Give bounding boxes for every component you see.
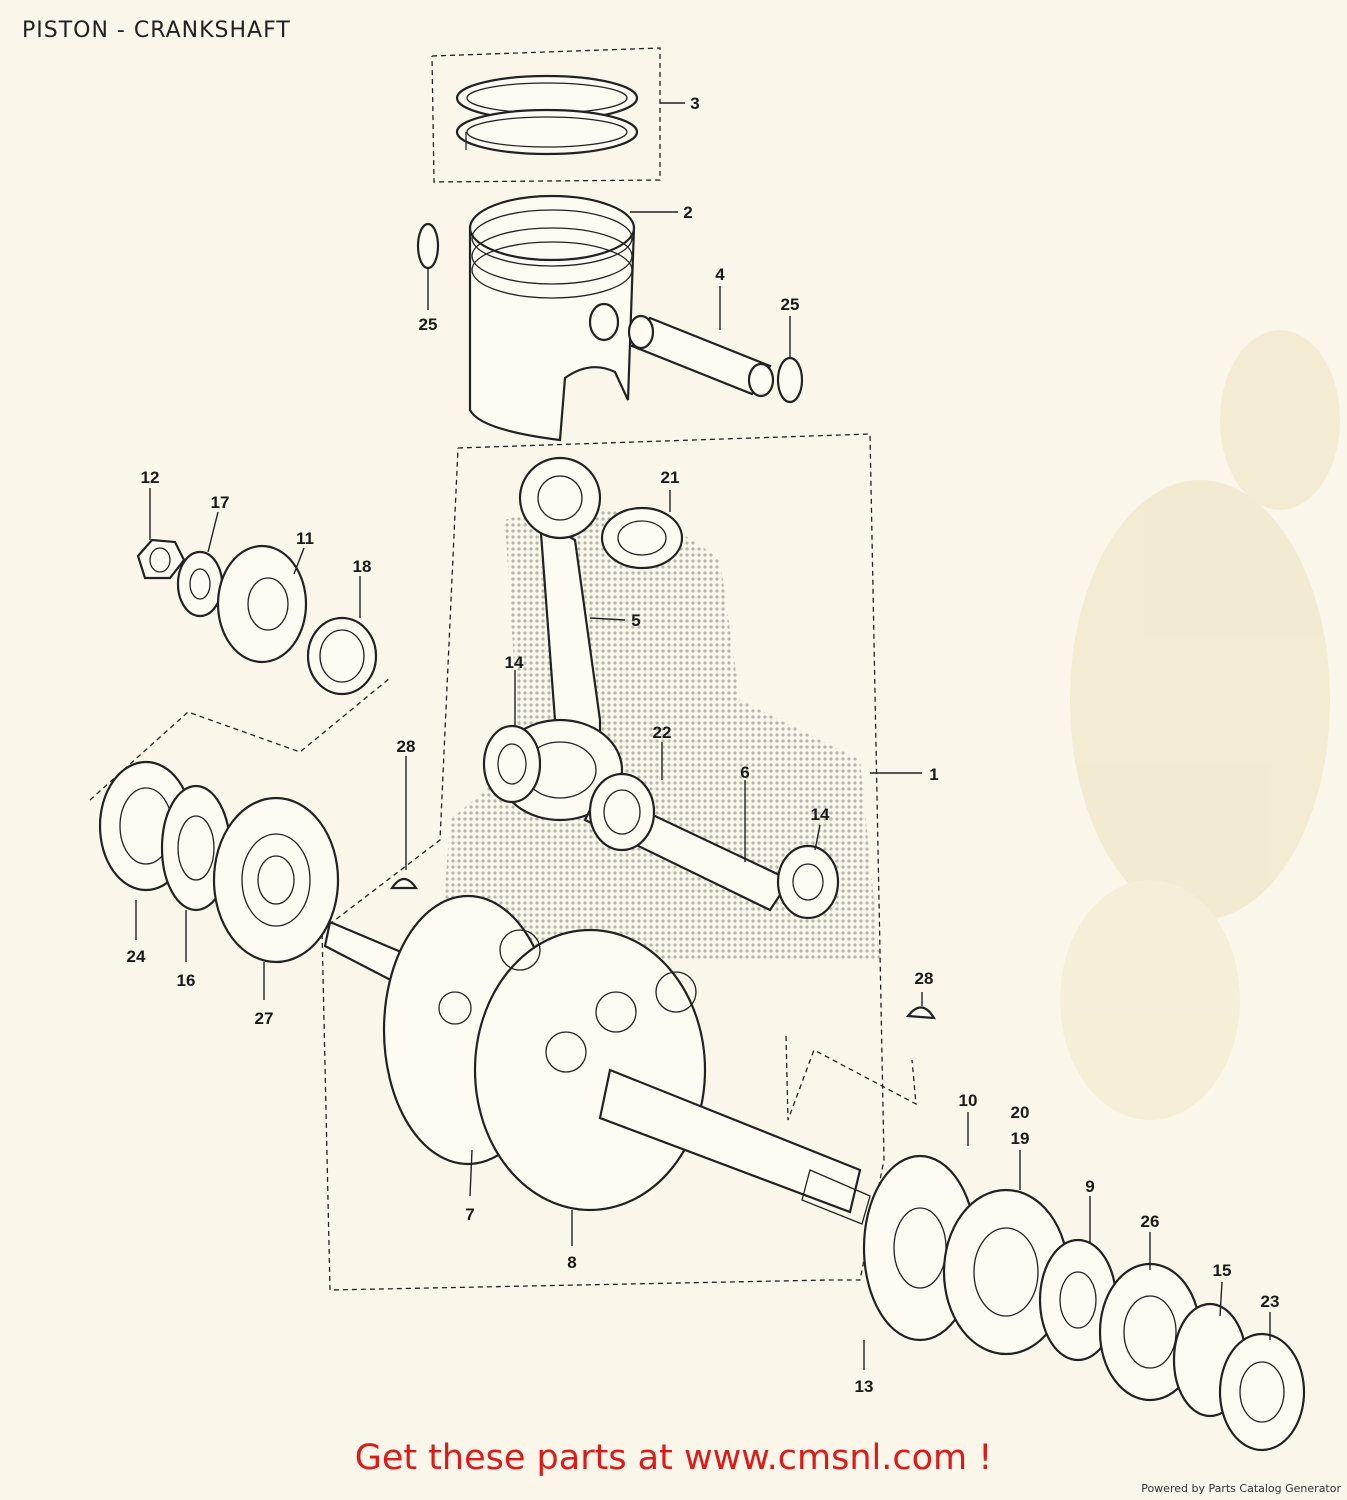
right-bearing-group-box xyxy=(785,1035,917,1121)
big-end-bearing xyxy=(588,772,656,852)
piston-ring-group-box xyxy=(431,47,661,183)
callout-4: 4 xyxy=(715,265,725,284)
callout-25-right: 25 xyxy=(781,295,800,314)
callout-27: 27 xyxy=(255,1009,274,1028)
callout-14-lower: 14 xyxy=(811,805,830,824)
callout-14-upper: 14 xyxy=(505,653,524,672)
callout-17: 17 xyxy=(211,493,230,512)
piston-pin-circlips xyxy=(416,222,804,404)
callout-5: 5 xyxy=(631,611,640,630)
callout-26: 26 xyxy=(1141,1212,1160,1231)
callout-28-left: 28 xyxy=(397,737,416,756)
callout-12: 12 xyxy=(141,468,160,487)
callout-numbers: 3 2 25 4 25 21 5 14 22 6 14 1 12 17 11 1… xyxy=(127,94,1280,1396)
callout-6: 6 xyxy=(740,763,749,782)
small-end-bearing xyxy=(600,506,684,570)
callout-13: 13 xyxy=(855,1377,874,1396)
callout-3: 3 xyxy=(690,94,699,113)
callout-18: 18 xyxy=(353,557,372,576)
callout-21: 21 xyxy=(661,468,680,487)
callout-28-right: 28 xyxy=(915,969,934,988)
left-bearing-assembly xyxy=(98,760,340,964)
callout-25-left: 25 xyxy=(419,315,438,334)
paper-stains xyxy=(1060,330,1340,1120)
thrust-washers xyxy=(482,724,840,920)
callout-8: 8 xyxy=(567,1253,576,1272)
callout-10: 10 xyxy=(959,1091,978,1110)
powered-by-text: Powered by Parts Catalog Generator xyxy=(1141,1482,1341,1495)
right-bearing-assembly xyxy=(862,1154,1306,1452)
callout-16: 16 xyxy=(177,971,196,990)
page-title: PISTON - CRANKSHAFT xyxy=(22,18,291,43)
woodruff-keys xyxy=(389,877,937,1020)
callout-20: 20 xyxy=(1011,1103,1030,1122)
piston-rings xyxy=(455,74,639,156)
callout-11: 11 xyxy=(296,529,314,548)
callout-15: 15 xyxy=(1213,1261,1232,1280)
piston-pin xyxy=(627,314,775,398)
callout-24: 24 xyxy=(127,947,146,966)
cta-link[interactable]: Get these parts at www.cmsnl.com ! xyxy=(354,1438,993,1478)
leader-lines xyxy=(135,102,1271,1370)
callout-9: 9 xyxy=(1085,1177,1094,1196)
callout-2: 2 xyxy=(683,203,692,222)
callout-7: 7 xyxy=(465,1205,474,1224)
crankshaft xyxy=(323,894,871,1225)
primary-gear-group-box xyxy=(89,677,391,801)
callout-19: 19 xyxy=(1011,1129,1030,1148)
piston xyxy=(468,194,636,442)
primary-gear-assembly xyxy=(136,538,378,696)
callout-23: 23 xyxy=(1261,1292,1280,1311)
callout-1: 1 xyxy=(929,765,938,784)
callout-22: 22 xyxy=(653,723,672,742)
